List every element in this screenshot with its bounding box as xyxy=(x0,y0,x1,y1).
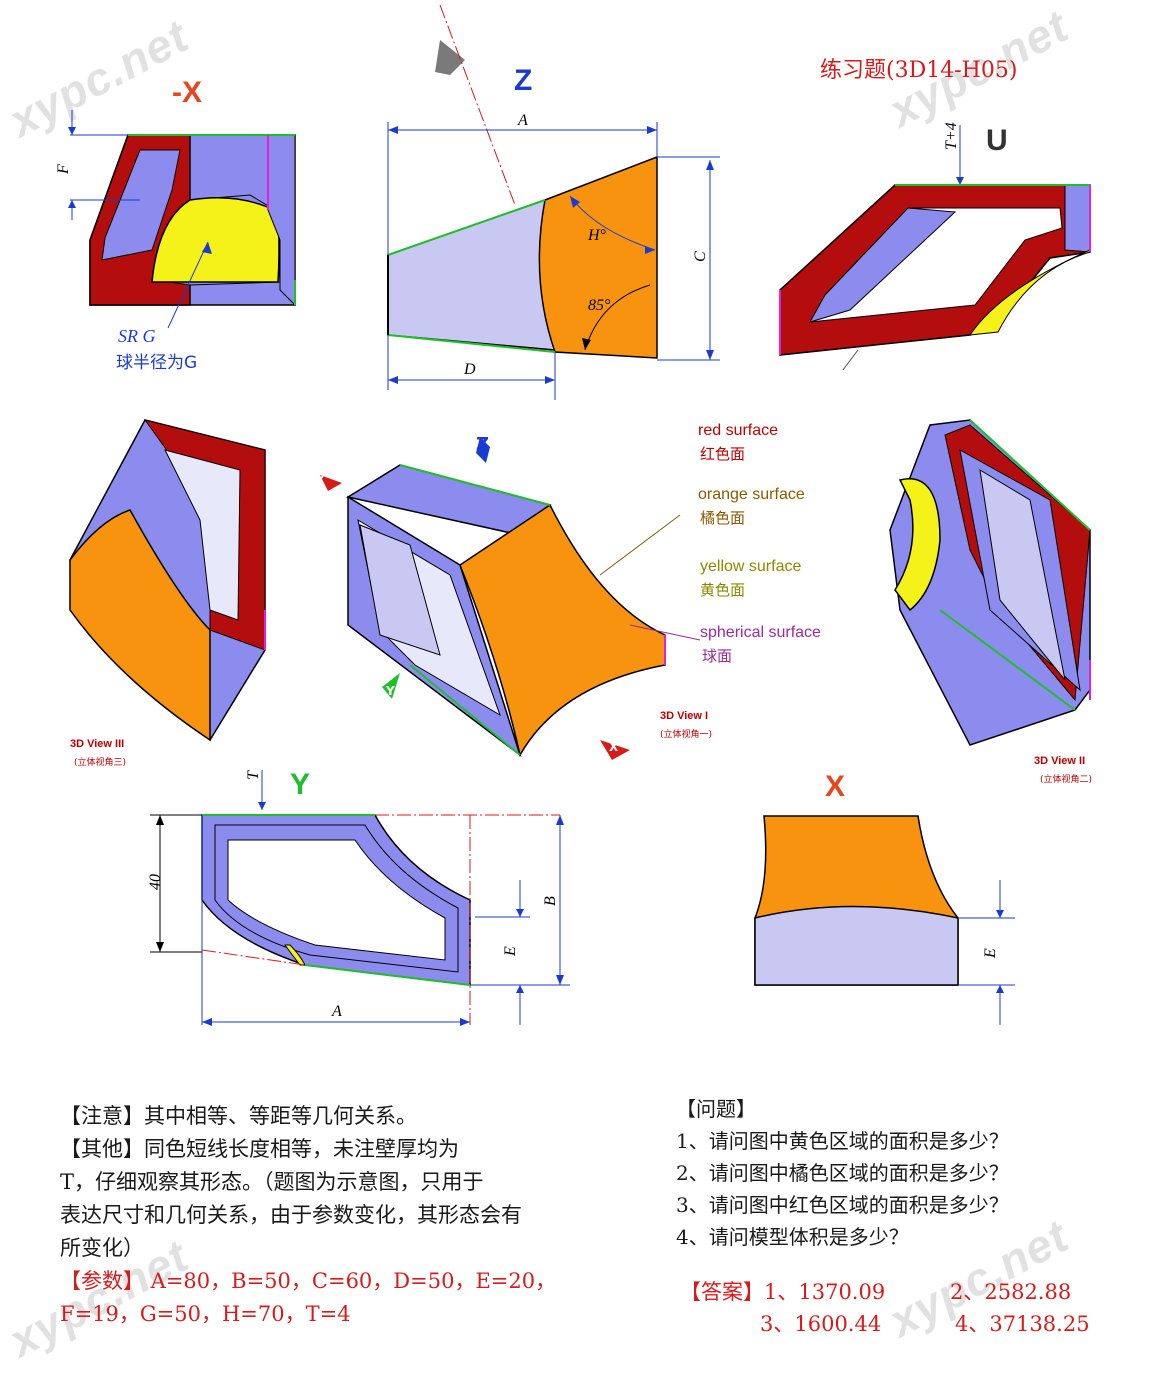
exercise-title: 练习题(3D14-H05) xyxy=(820,58,1018,83)
question-item: 3、请问图中红色区域的面积是多少？ xyxy=(676,1193,1009,1217)
note-line: 【其他】同色短线长度相等，未注壁厚均为 xyxy=(60,1137,459,1161)
params-line: 【参数】 A=80，B=50，C=60，D=50，E=20， xyxy=(60,1265,660,1298)
dim-b: B xyxy=(542,896,559,906)
view-label-y: Y xyxy=(290,768,311,801)
answers-row-1: 【答案】1、1370.09 xyxy=(680,1276,885,1306)
dim-h: H° xyxy=(587,227,607,244)
note-line: T，仔细观察其形态。（题图为示意图，只用于 xyxy=(60,1170,484,1194)
orange-surface-cn: 橘色面 xyxy=(700,509,746,527)
3d-view-two xyxy=(889,419,1091,746)
spherical-surface-label: spherical surface xyxy=(700,624,821,641)
x-view: E xyxy=(754,815,1015,1025)
u-view: T+4 xyxy=(779,122,1091,370)
neg-x-view: F xyxy=(55,110,296,329)
axis-arrow-neg-x: -X xyxy=(312,474,325,487)
dim-c: C xyxy=(692,251,709,262)
params-line-2: F=19，G=50，H=70，T=4 xyxy=(60,1302,351,1326)
params-label: 【参数】 xyxy=(60,1269,144,1293)
yellow-surface-label: yellow surface xyxy=(700,558,802,575)
spherical-surface-cn: 球面 xyxy=(702,647,733,665)
3d-view-three xyxy=(69,419,266,742)
answer-3: 3、1600.44 xyxy=(760,1312,882,1336)
answer-1: 1、1370.09 xyxy=(764,1280,886,1304)
red-surface-label: red surface xyxy=(698,422,779,439)
3d-view-two-cn: (立体视角二) xyxy=(1040,775,1093,785)
axis-arrow-x: X xyxy=(609,740,619,754)
y-view: T 40 A E B xyxy=(147,770,570,1026)
view-label-u: U xyxy=(986,124,1008,157)
dim-a-bottom: A xyxy=(331,1003,342,1020)
sr-note: 球半径为G xyxy=(116,353,198,373)
note-line: 表达尺寸和几何关系，由于参数变化，其形态会有 xyxy=(60,1203,522,1227)
question-item: 2、请问图中橘色区域的面积是多少？ xyxy=(676,1161,1009,1185)
dim-40: 40 xyxy=(147,874,164,890)
dim-t4: T+4 xyxy=(943,122,960,150)
questions-header: 【问题】 xyxy=(676,1097,756,1121)
dim-a-top: A xyxy=(517,112,528,129)
dim-85: 85° xyxy=(588,297,611,314)
3d-view-one-cn: (立体视角一) xyxy=(660,730,713,740)
z-view: A D C H° 85° xyxy=(387,4,720,400)
answers-label: 【答案】 xyxy=(680,1280,764,1304)
question-item: 4、请问模型体积是多少？ xyxy=(676,1225,909,1249)
3d-view-one-label: 3D View I xyxy=(660,710,709,722)
axis-arrow-y: Y xyxy=(386,684,395,698)
3d-view-three-cn: (立体视角三) xyxy=(74,758,127,768)
view-label-x: X xyxy=(825,770,846,803)
yellow-surface-cn: 黄色面 xyxy=(700,581,746,599)
dim-e-y: E xyxy=(502,946,519,957)
orange-surface-label: orange surface xyxy=(698,486,805,503)
3d-view-two-label: 3D View II xyxy=(1034,755,1086,767)
view-label-neg-x: -X xyxy=(172,76,202,109)
note-line: 【注意】其中相等、等距等几何关系。 xyxy=(60,1104,417,1128)
3d-view-one xyxy=(320,437,700,760)
dim-e-x: E xyxy=(982,948,999,959)
red-surface-cn: 红色面 xyxy=(700,445,746,463)
answer-2: 2、2582.88 xyxy=(950,1280,1072,1304)
question-item: 1、请问图中黄色区域的面积是多少？ xyxy=(676,1129,1009,1153)
answer-4: 4、37138.25 xyxy=(955,1312,1090,1336)
3d-view-three-label: 3D View III xyxy=(70,738,125,750)
sr-label: SR G xyxy=(118,326,156,346)
questions-block: 【问题】 1、请问图中黄色区域的面积是多少？ 2、请问图中橘色区域的面积是多少？… xyxy=(676,1093,1136,1253)
dim-t: T xyxy=(245,770,262,780)
note-line: 所变化） xyxy=(60,1236,144,1260)
dim-f: F xyxy=(55,164,72,175)
notes-block: 【注意】其中相等、等距等几何关系。 【其他】同色短线长度相等，未注壁厚均为 T，… xyxy=(60,1100,660,1331)
axis-arrow-z: Z xyxy=(476,434,490,455)
view-label-z: Z xyxy=(514,64,533,97)
params-values: A=80，B=50，C=60，D=50，E=20， xyxy=(144,1269,557,1293)
dim-d: D xyxy=(463,361,476,378)
